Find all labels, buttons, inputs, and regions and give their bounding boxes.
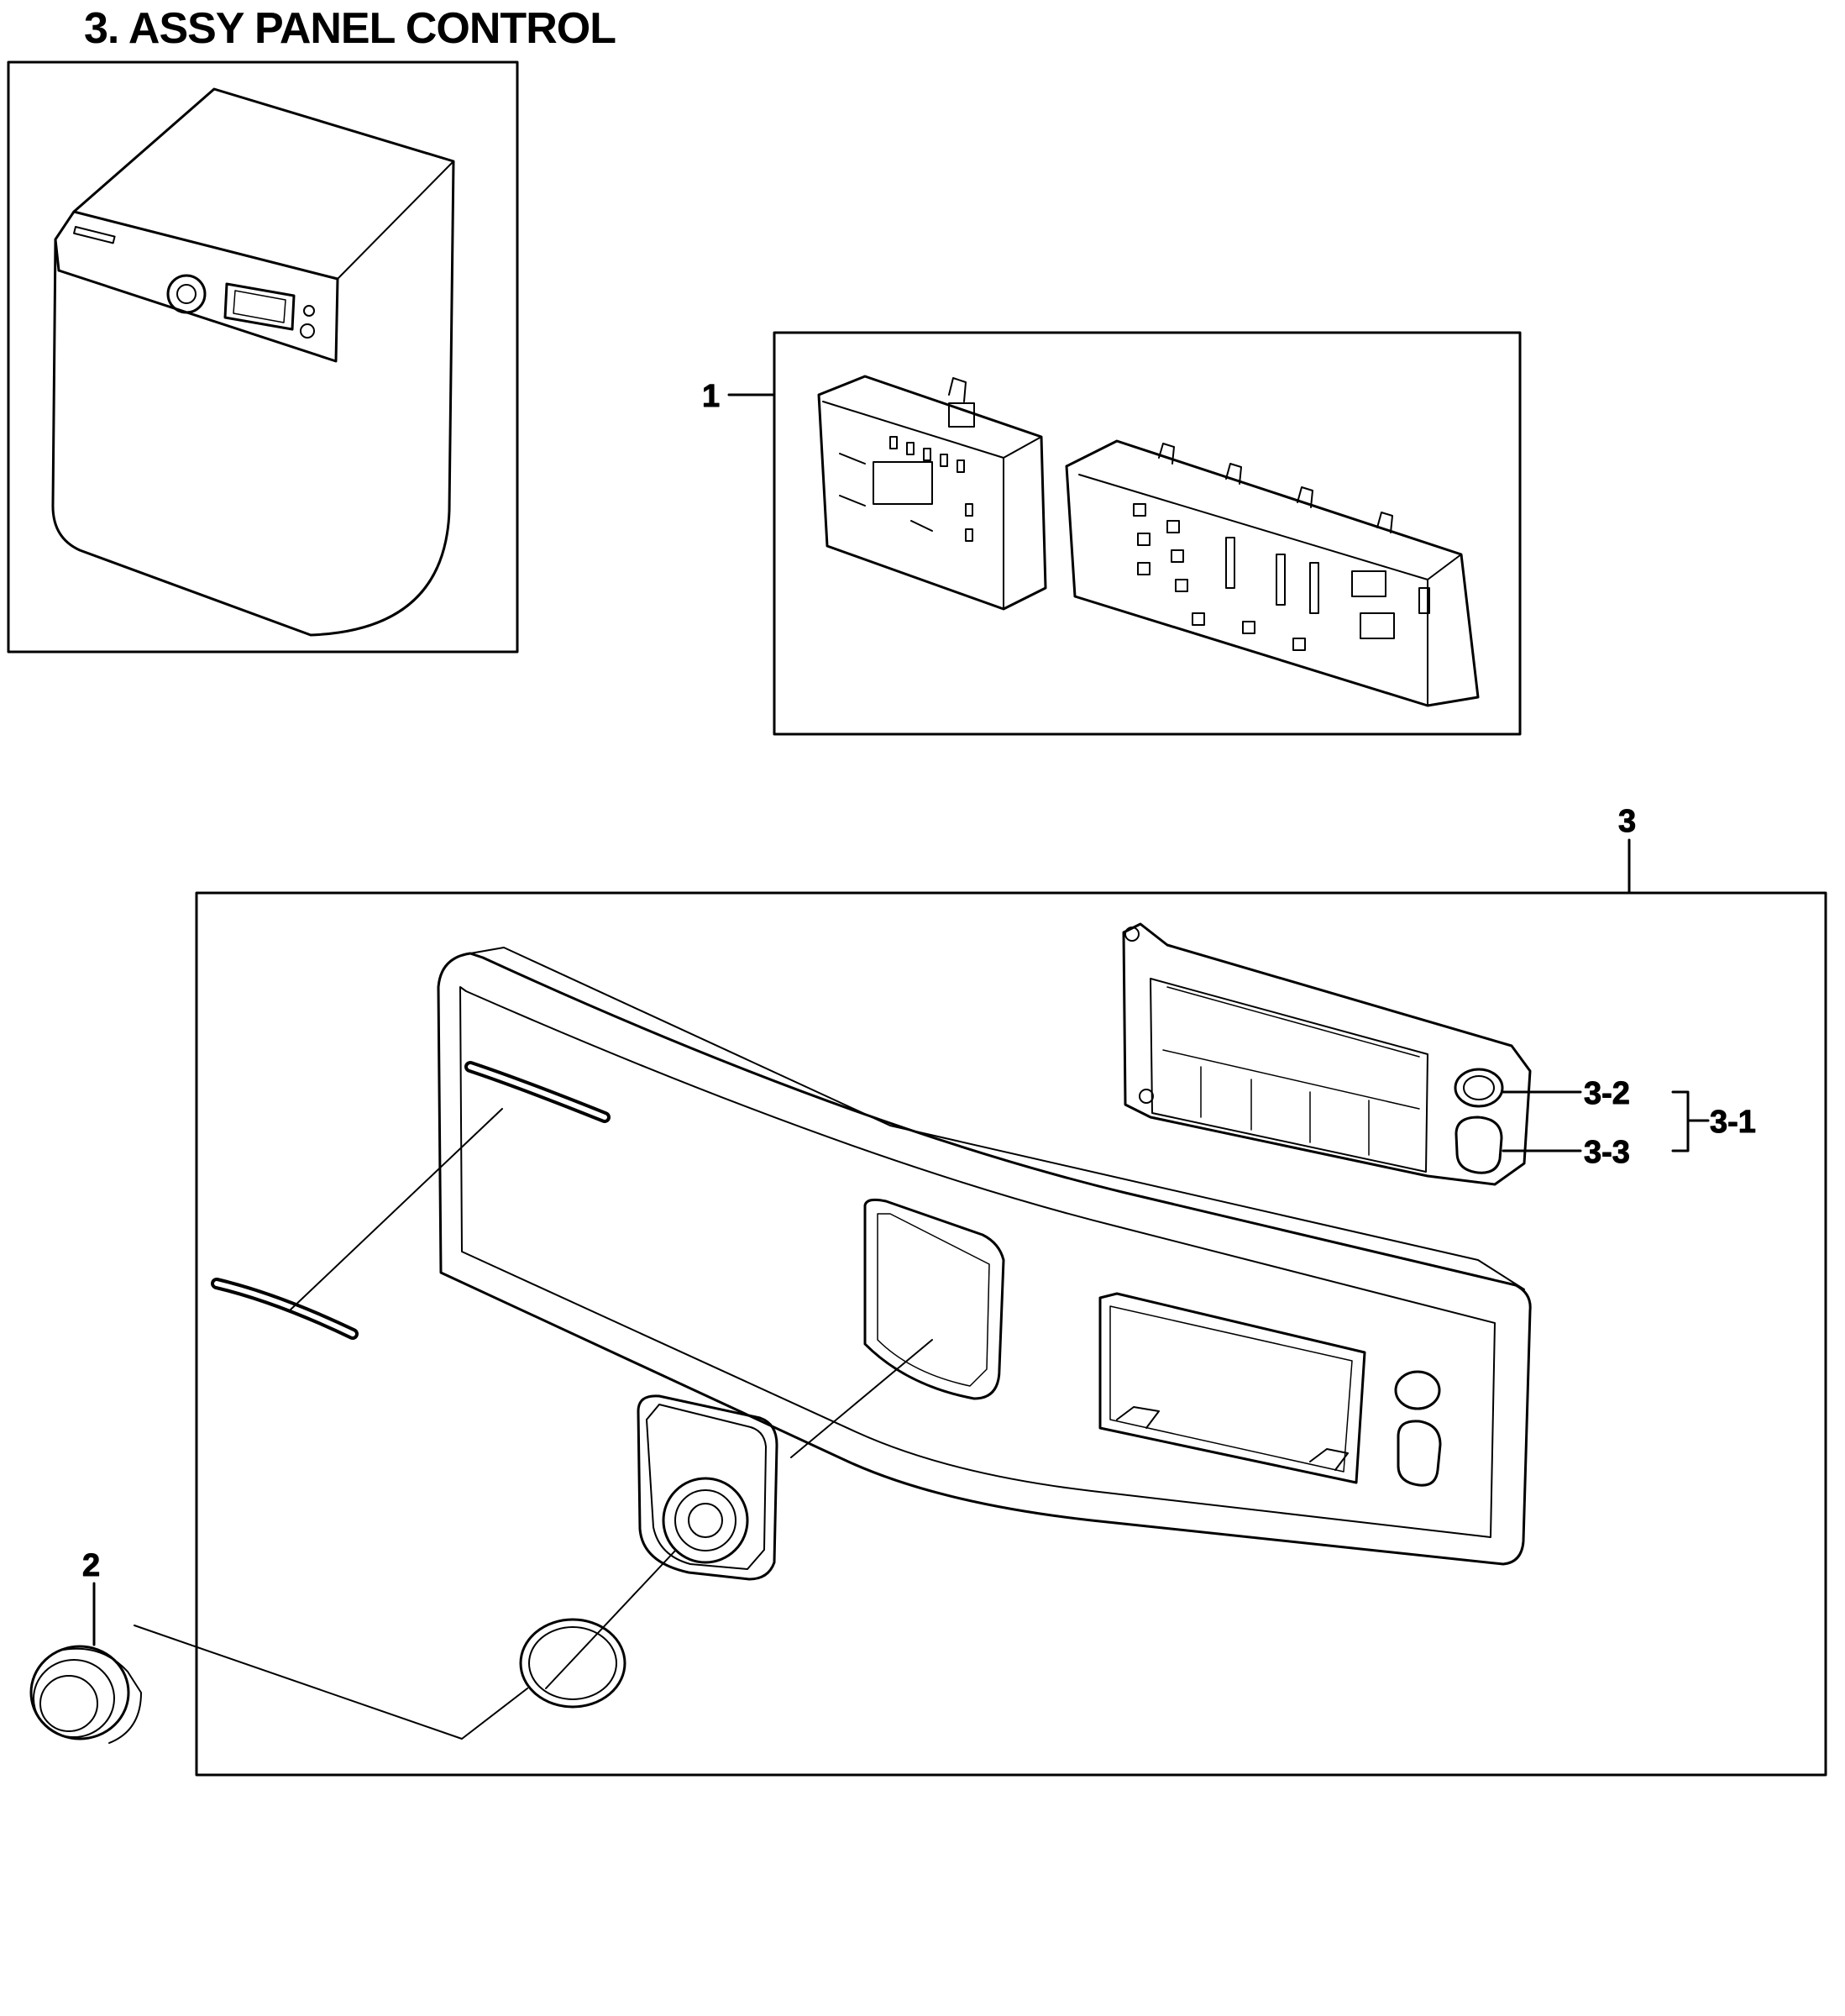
part-2-knob — [29, 1582, 528, 1744]
callout-3-3: 3-3 — [1584, 1135, 1630, 1170]
part-3-panel-assembly — [195, 891, 1827, 1777]
callout-1: 1 — [702, 379, 720, 414]
page-title: 3. ASSY PANEL CONTROL — [84, 4, 616, 53]
washer-overview — [7, 60, 519, 654]
leader-lines-3-1 — [1502, 1090, 1710, 1152]
callout-3: 3 — [1618, 804, 1636, 839]
callout-3-2: 3-2 — [1584, 1076, 1630, 1111]
callout-3-1: 3-1 — [1710, 1105, 1756, 1140]
part-1-pcb-assembly — [773, 331, 1522, 736]
callout-2: 2 — [82, 1548, 100, 1583]
